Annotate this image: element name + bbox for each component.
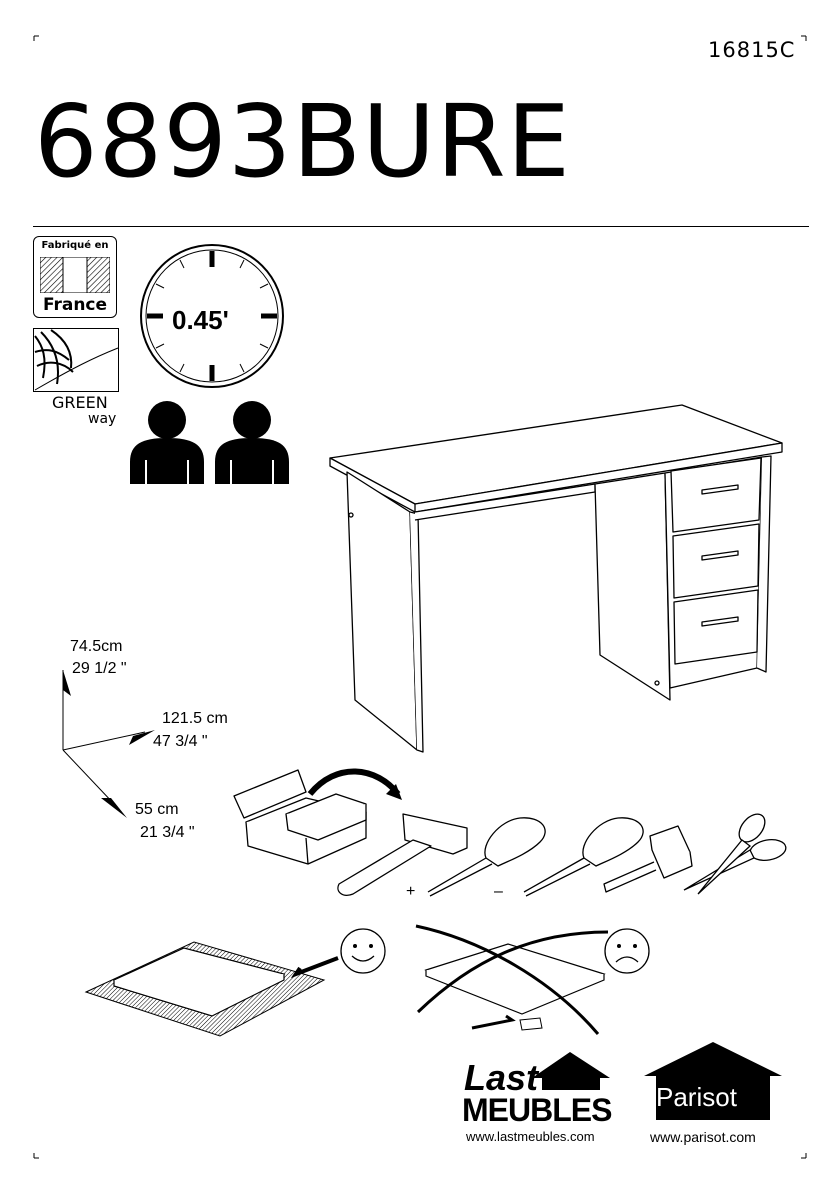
person-icon <box>215 401 289 484</box>
last-logo-text: Last <box>464 1060 538 1096</box>
house-roof-icon <box>530 1048 612 1092</box>
model-title: 6893BURE <box>34 92 571 192</box>
minus-sign: – <box>494 883 503 900</box>
carpet-protection-illustration <box>84 940 344 1040</box>
way-label: way <box>88 411 116 427</box>
reference-number: 16815C <box>708 38 795 62</box>
no-hard-floor-illustration <box>412 920 612 1040</box>
height-cm: 74.5cm <box>70 638 122 656</box>
width-in: 47 3/4 " <box>153 733 208 751</box>
made-in-label: Fabriqué en <box>34 240 116 251</box>
lastmeubles-url[interactable]: www.lastmeubles.com <box>466 1129 595 1144</box>
depth-in: 21 3/4 " <box>140 824 195 842</box>
parisot-url[interactable]: www.parisot.com <box>650 1129 756 1145</box>
title-divider <box>33 226 809 227</box>
country-label: France <box>34 295 116 315</box>
made-in-france-badge: Fabriqué en France <box>33 236 117 318</box>
depth-cm: 55 cm <box>135 801 179 819</box>
height-in: 29 1/2 " <box>72 660 127 678</box>
scissors-icon <box>680 810 790 900</box>
plus-sign: + <box>406 883 415 900</box>
width-cm: 121.5 cm <box>162 710 228 728</box>
assembly-time: 0.45' <box>172 305 229 336</box>
person-icon <box>130 401 204 484</box>
smiley-sad-icon <box>602 926 652 976</box>
two-persons-icon <box>128 400 294 486</box>
smiley-happy-icon <box>338 926 388 976</box>
green-way-logo-icon <box>33 328 119 392</box>
meubles-logo-text: MEUBLES <box>462 1092 611 1129</box>
green-label: GREEN <box>52 393 108 412</box>
flag-icon <box>40 257 110 293</box>
parisot-logo-text: Parisot <box>656 1082 737 1113</box>
desk-illustration <box>325 400 790 760</box>
